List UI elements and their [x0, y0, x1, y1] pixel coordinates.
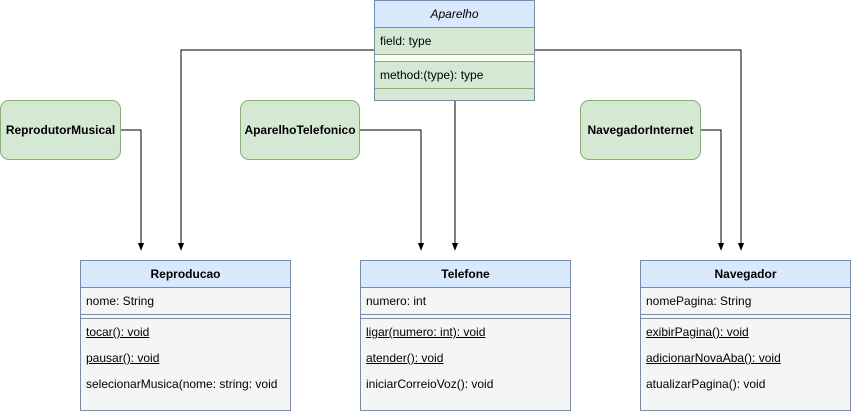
class-aparelho-field: field: type	[375, 28, 534, 55]
class-reproducao-method: pausar(): void	[86, 351, 160, 365]
class-navegador-attribute: nomePagina: String	[646, 294, 752, 308]
edge-navegadorinternet-navegador	[700, 129, 725, 251]
class-aparelho-separator	[375, 55, 534, 62]
class-navegador-method: adicionarNovaAba(): void	[646, 351, 781, 365]
class-reproducao-title: Reproducao	[81, 261, 290, 288]
class-aparelho[interactable]: Aparelho field: type method:(type): type	[374, 0, 535, 101]
class-navegador-separator	[641, 314, 850, 319]
interface-aparelho-telefonico-label: AparelhoTelefonico	[244, 123, 356, 137]
class-navegador[interactable]: Navegador nomePagina: String exibirPagin…	[640, 260, 851, 411]
interface-aparelho-telefonico[interactable]: AparelhoTelefonico	[240, 100, 360, 160]
class-telefone-method: atender(): void	[366, 351, 444, 365]
edge-telefonico-telefone	[360, 129, 425, 251]
class-navegador-title: Navegador	[641, 261, 850, 288]
class-aparelho-method: method:(type): type	[375, 62, 534, 89]
class-telefone[interactable]: Telefone numero: int ligar(numero: int):…	[360, 260, 571, 411]
class-telefone-separator	[361, 314, 570, 319]
class-reproducao-method: tocar(): void	[86, 325, 150, 339]
class-navegador-method: atualizarPagina(): void	[646, 377, 766, 391]
edge-reprodutor-reproducao	[120, 129, 145, 251]
class-telefone-title: Telefone	[361, 261, 570, 288]
class-telefone-attribute: numero: int	[366, 294, 427, 308]
class-telefone-method: iniciarCorreioVoz(): void	[366, 377, 494, 391]
class-reproducao-attribute: nome: String	[86, 294, 155, 308]
class-reproducao[interactable]: Reproducao nome: String tocar(): void pa…	[80, 260, 291, 411]
interface-reprodutor-musical-label: ReprodutorMusical	[5, 123, 116, 137]
interface-reprodutor-musical[interactable]: ReprodutorMusical	[0, 100, 121, 160]
class-telefone-method: ligar(numero: int): void	[366, 325, 486, 339]
class-reproducao-separator	[81, 314, 290, 319]
class-reproducao-method: selecionarMusica(nome: string: void	[86, 377, 278, 391]
interface-navegador-internet-label: NavegadorInternet	[587, 123, 694, 137]
interface-navegador-internet[interactable]: NavegadorInternet	[580, 100, 701, 160]
class-aparelho-title: Aparelho	[375, 1, 534, 28]
class-navegador-method: exibirPagina(): void	[646, 325, 749, 339]
